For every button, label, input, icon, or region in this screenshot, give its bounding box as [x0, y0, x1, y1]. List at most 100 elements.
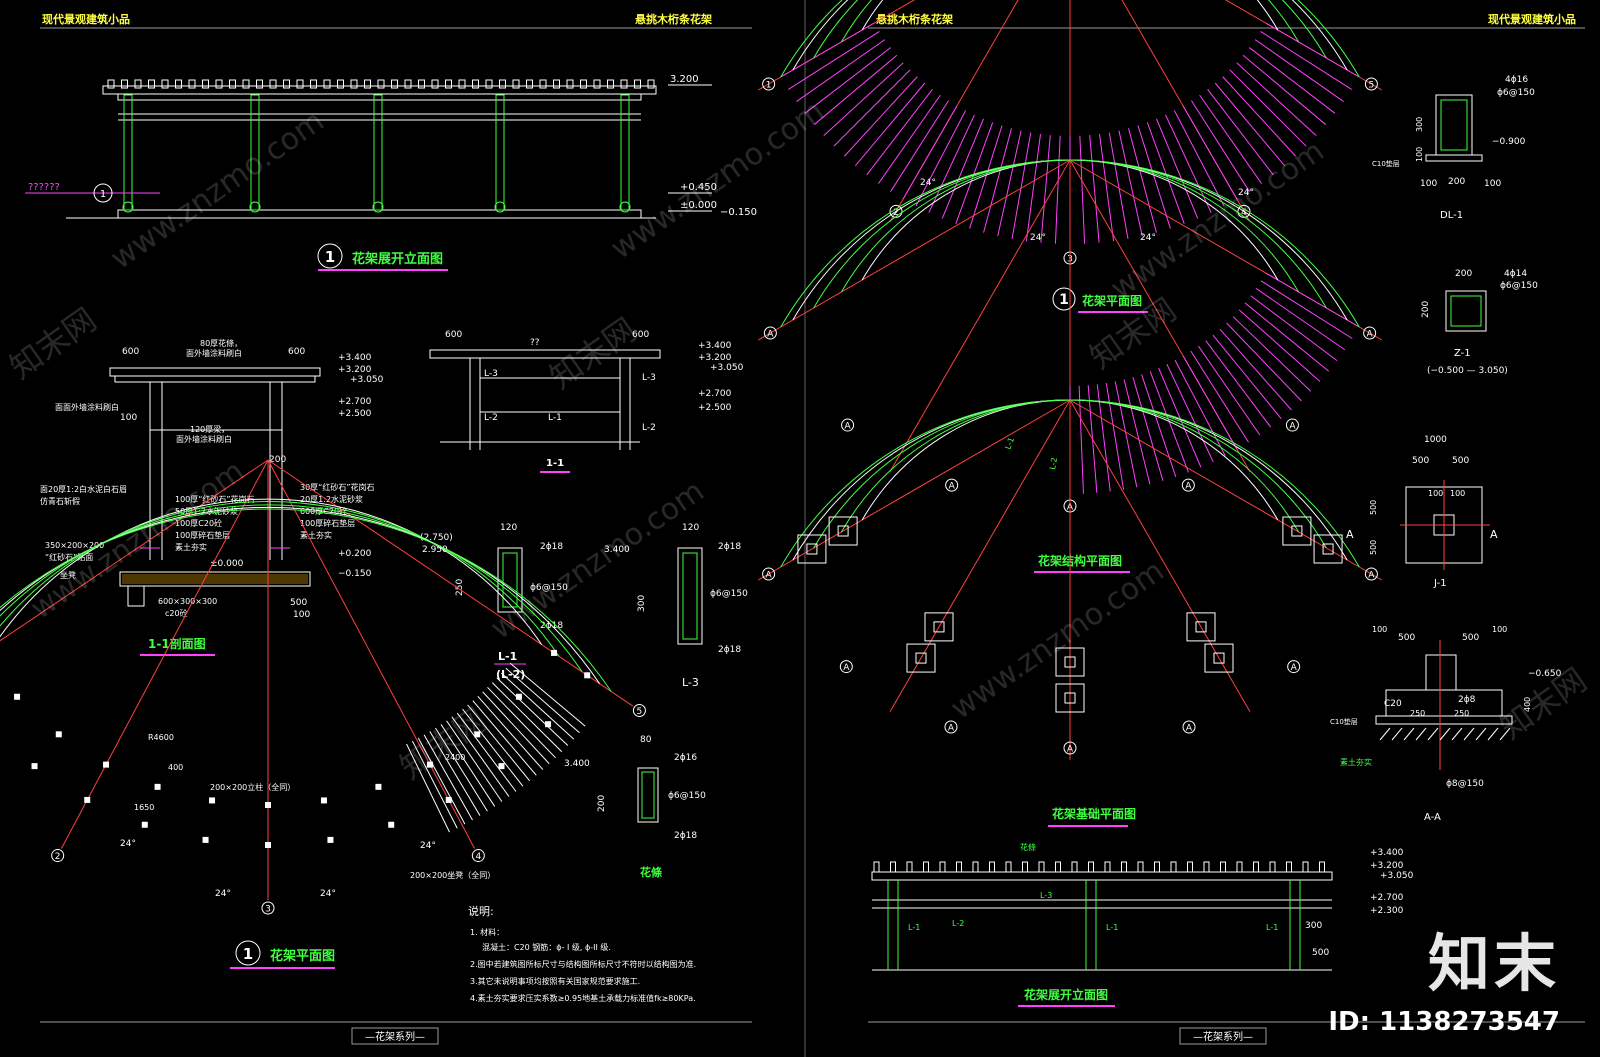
- rafter-line: [1099, 134, 1115, 242]
- column-Z1: [1213, 652, 1225, 664]
- svg-text:+3.400: +3.400: [698, 341, 732, 351]
- svg-text:ɸ6@150: ɸ6@150: [1500, 281, 1538, 291]
- axis-bubble-label: 5: [637, 707, 643, 717]
- elev-rafter: [1121, 861, 1127, 873]
- svg-text:+3.050: +3.050: [350, 375, 384, 385]
- plan-post: [584, 672, 591, 679]
- svg-text:L-1: L-1: [548, 413, 562, 423]
- elev-rafter: [890, 861, 896, 873]
- rafter-line: [1040, 135, 1051, 243]
- axis-bubble: [839, 660, 853, 674]
- rafter-line: [1197, 345, 1261, 436]
- footing-J1: [924, 612, 954, 642]
- soil-hatch: [1415, 727, 1427, 741]
- axis-bubble: [261, 901, 275, 915]
- rafter-line: [1244, 302, 1330, 372]
- plan-post: [375, 783, 382, 790]
- rafter-line: [482, 691, 550, 765]
- svg-text:500: 500: [1412, 456, 1429, 466]
- elev-rafter: [148, 79, 155, 89]
- axis-ray: [1069, 399, 1251, 713]
- rafter-line: [1025, 134, 1041, 242]
- svg-text:500: 500: [1452, 456, 1469, 466]
- rafter-line: [1255, 287, 1346, 351]
- notes-title: 说明:: [468, 904, 494, 918]
- axis-bubble: [1363, 326, 1377, 340]
- svg-text:ɸ6@150: ɸ6@150: [1497, 88, 1535, 98]
- rafter-line: [866, 88, 933, 176]
- elev-post-base: [122, 201, 134, 213]
- svg-text:www.znzmo.com: www.znzmo.com: [945, 554, 1171, 727]
- svg-text:L-3: L-3: [484, 369, 498, 379]
- elev-rafter: [269, 79, 277, 89]
- axis-ray: [0, 459, 269, 642]
- svg-text:30厚“红砂石”花岗石: 30厚“红砂石”花岗石: [300, 482, 374, 492]
- rafter-line: [440, 724, 496, 807]
- axis-bubble: [1063, 741, 1077, 755]
- column-Z1: [1195, 621, 1207, 633]
- rafter-line: [1118, 130, 1143, 237]
- elev-rafter: [445, 79, 452, 89]
- footing-J1: [828, 516, 858, 546]
- elev-rafter: [485, 79, 493, 89]
- left-elevation: ?????? 1 3.200 +0.450 ±0.000 −0.150 1 花架…: [25, 74, 757, 271]
- left-header-left: 现代景观建筑小品: [42, 12, 130, 26]
- elev-rafter: [647, 79, 655, 89]
- rafter-line: [1260, 280, 1353, 339]
- elev-rafter: [1154, 861, 1160, 873]
- plan-arc: [0, 501, 560, 657]
- plan-post: [103, 761, 110, 768]
- svg-text:2.950: 2.950: [422, 545, 448, 555]
- svg-text:www.znzmo.com: www.znzmo.com: [105, 104, 331, 277]
- elev-post: [495, 94, 505, 211]
- svg-text:24°: 24°: [1030, 233, 1046, 243]
- svg-text:2ɸ8: 2ɸ8: [1458, 695, 1476, 705]
- svg-text:素土夯实: 素土夯实: [1340, 757, 1372, 767]
- rafter-line: [411, 740, 458, 829]
- svg-text:A: A: [1490, 528, 1498, 541]
- design-notes: 说明: 1. 材料： 混凝土：C20 钢筋：ɸ- I 级, ɸ-II 级. 2.…: [468, 904, 696, 1003]
- elev-rafter: [296, 79, 304, 89]
- axis-bubble-label: 4: [1241, 208, 1247, 218]
- rafter-line: [1222, 76, 1297, 157]
- rafter-line: [1132, 376, 1164, 481]
- svg-text:250: 250: [1454, 709, 1469, 718]
- axis-bubble: [841, 418, 855, 432]
- axis-bubble-label: A: [1185, 482, 1192, 492]
- footing-J1: [1313, 534, 1343, 564]
- rafter-line: [823, 62, 904, 137]
- elev-rafter: [1253, 861, 1259, 873]
- rafter-line: [462, 708, 524, 787]
- right-plan-title: 花架平面图: [1082, 293, 1142, 308]
- svg-text:600: 600: [122, 347, 139, 357]
- rafter-line: [1205, 340, 1272, 428]
- svg-text:面外墙涂料刷白: 面外墙涂料刷白: [176, 434, 232, 444]
- svg-text:C10垫层: C10垫层: [1372, 159, 1400, 168]
- svg-text:A-A: A-A: [1424, 812, 1441, 823]
- rafter-line: [1089, 135, 1100, 243]
- axis-ray: [889, 0, 1019, 223]
- plan-post: [320, 797, 327, 804]
- elev-rafter: [161, 79, 169, 89]
- elev-rafter: [620, 79, 628, 89]
- watermark-text: www.znzmo.com www.znzmo.com www.znzmo.co…: [3, 94, 1593, 787]
- rafter-line: [928, 114, 975, 213]
- elev-rafter: [121, 79, 128, 89]
- elev-rafter: [939, 861, 946, 873]
- rafter-line: [1242, 54, 1327, 126]
- left-footer-box: [351, 1027, 439, 1045]
- rafter-line: [1190, 350, 1249, 443]
- column-Z1: [806, 543, 818, 555]
- elev-rafter: [202, 79, 209, 89]
- rafter-line: [1174, 359, 1226, 456]
- svg-text:2ɸ18: 2ɸ18: [718, 645, 741, 655]
- struct-plan-title: 花架结构平面图: [1038, 553, 1122, 568]
- elev-rafter: [1022, 861, 1028, 873]
- axis-bubble-label: 1: [766, 81, 772, 91]
- plan-post: [31, 763, 38, 770]
- axis-bubble-label: A: [1367, 330, 1374, 340]
- axis-ray: [1121, 0, 1251, 223]
- elev-rafter: [873, 861, 880, 873]
- axis-bubble: [1364, 77, 1378, 91]
